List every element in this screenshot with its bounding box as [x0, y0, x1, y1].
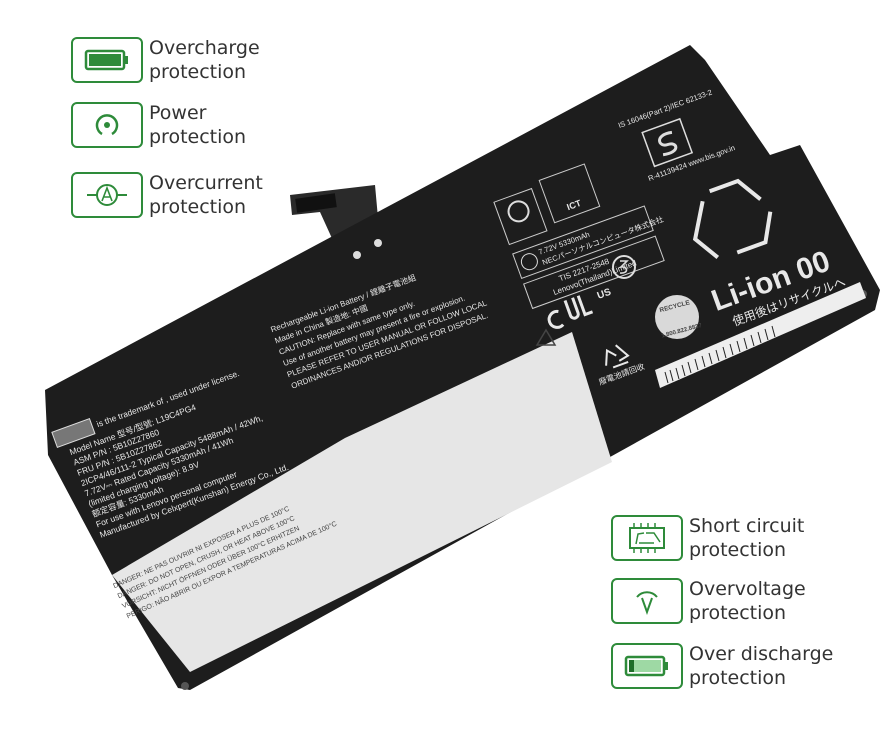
barcode — [664, 325, 776, 384]
circuit-board-icon — [611, 515, 683, 561]
recycle-seal — [655, 295, 699, 339]
ul-mark-icon — [547, 295, 594, 329]
feature-title: Short circuit — [689, 515, 805, 537]
ul-us-text: US — [596, 287, 613, 302]
feature-subtitle: protection — [149, 196, 247, 218]
brand-logo-blurred — [51, 417, 96, 448]
ammeter-icon — [71, 172, 143, 218]
power-icon — [71, 102, 143, 148]
screw-hole — [181, 682, 189, 690]
feature-subtitle: protection — [149, 61, 247, 83]
feature-title: Over discharge — [689, 643, 834, 665]
recycle-arrows-icon — [692, 178, 773, 259]
tis-box — [523, 235, 665, 310]
connector-plug — [295, 193, 337, 213]
voltmeter-icon — [611, 578, 683, 624]
barcode-label — [655, 282, 866, 388]
psb-mark-icon — [493, 187, 548, 246]
warning-triangle-icon — [535, 328, 557, 346]
feature-title: Power — [149, 102, 207, 124]
bis-s-glyph — [658, 130, 678, 157]
recycle-5-icon — [612, 255, 636, 279]
cn-recycle-icon — [605, 344, 630, 369]
feature-subtitle: protection — [149, 126, 247, 148]
plus-terminal-icon — [374, 239, 382, 247]
feature-subtitle: protection — [689, 602, 787, 624]
ict-text: ICT — [565, 198, 583, 213]
feature-subtitle: protection — [689, 667, 787, 689]
battery-low-icon — [611, 643, 683, 689]
feature-subtitle: protection — [689, 539, 787, 561]
battery-full-icon — [71, 37, 143, 83]
warning-label — [112, 332, 612, 672]
pse-box — [512, 205, 654, 279]
pse-icon — [520, 253, 538, 271]
feature-title: Overvoltage — [689, 578, 806, 600]
feature-title: Overcharge — [149, 37, 260, 59]
minus-terminal-icon — [353, 251, 361, 259]
bis-mark-icon — [641, 117, 694, 168]
feature-title: Overcurrent — [149, 172, 263, 194]
ict-mark-icon — [538, 163, 601, 224]
